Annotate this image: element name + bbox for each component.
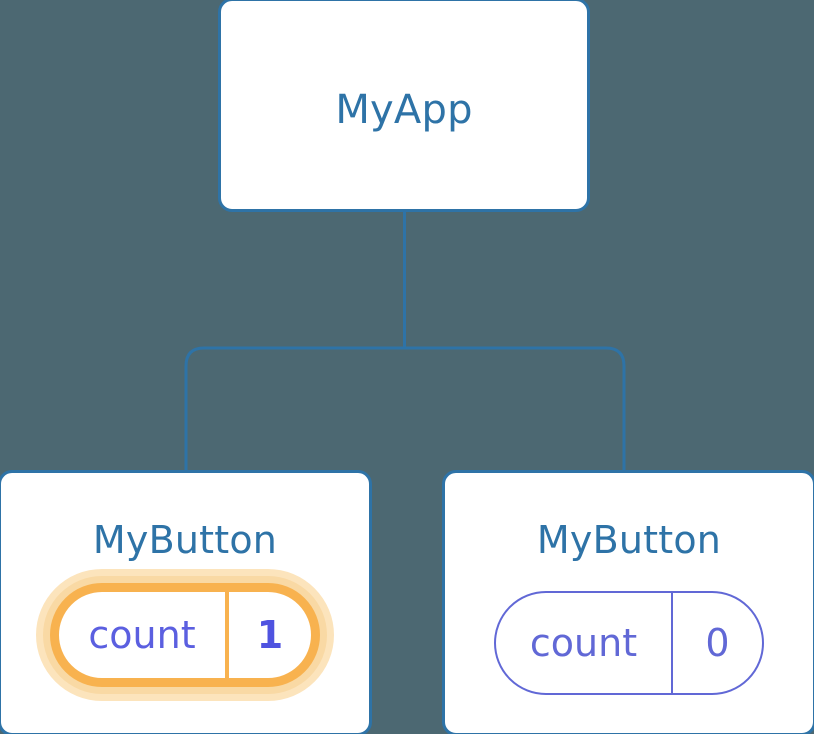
edge-branch-bar	[184, 346, 626, 471]
state-pill-wrapper-right: count 0	[494, 591, 764, 695]
node-title-mybutton-left: MyButton	[92, 518, 278, 562]
node-mybutton-left[interactable]: MyButton count 1	[0, 470, 372, 734]
node-title-mybutton-right: MyButton	[536, 518, 722, 562]
state-key-left: count	[59, 592, 229, 678]
state-pill-right[interactable]: count 0	[494, 591, 764, 695]
state-value-left: 1	[256, 613, 284, 657]
state-key-right: count	[496, 593, 673, 693]
state-pill-left[interactable]: count 1	[50, 583, 320, 687]
node-mybutton-right[interactable]: MyButton count 0	[442, 470, 814, 734]
state-pill-wrapper-left: count 1	[36, 569, 334, 701]
state-value-right: 0	[705, 621, 730, 665]
node-title-myapp: MyApp	[335, 87, 473, 133]
node-myapp[interactable]: MyApp	[218, 0, 590, 212]
